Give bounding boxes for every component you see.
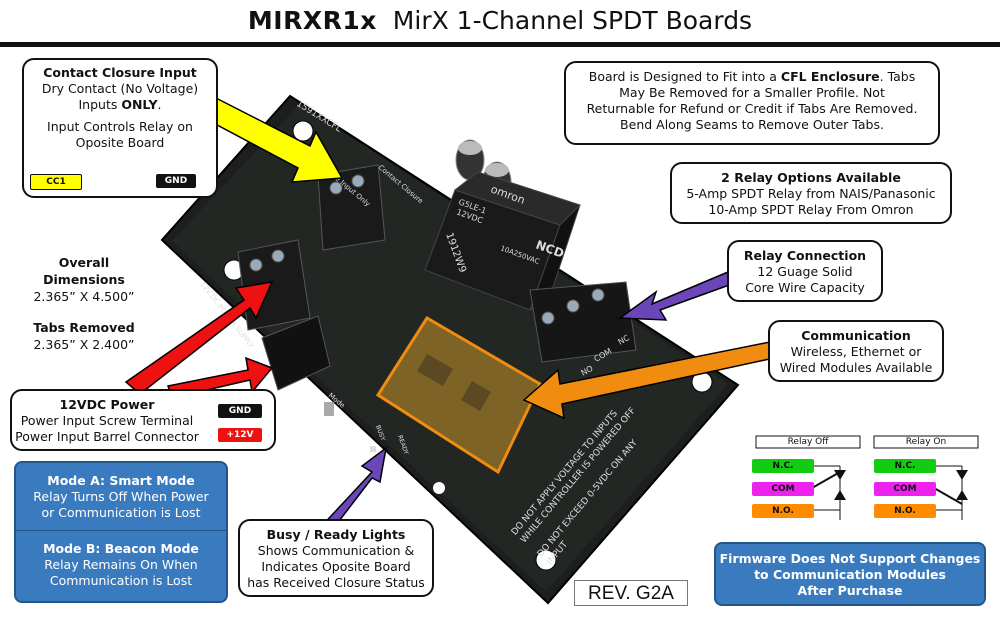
enclosure-line1: Board is Designed to Fit into a CFL Encl… (588, 69, 916, 84)
relay-options-line2: 10-Amp SPDT Relay From Omron (708, 202, 914, 217)
page-title: MIRXR1x MirX 1-Channel SPDT Boards (0, 6, 1000, 35)
busy-ready-line3: has Received Closure Status (247, 575, 425, 590)
relay-options-line1: 5-Amp SPDT Relay from NAIS/Panasonic (686, 186, 936, 201)
relay-connection-callout: Relay Connection 12 Guage Solid Core Wir… (727, 240, 883, 302)
firmware-line1: Firmware Does Not Support Changes (719, 551, 981, 566)
mounting-hole (402, 124, 414, 136)
title-rule (0, 42, 1000, 47)
mounting-hole (236, 326, 248, 338)
communication-line2: Wired Modules Available (779, 360, 933, 375)
communication-line1: Wireless, Ethernet or (790, 344, 922, 359)
power-line2: Power Input Barrel Connector (15, 429, 199, 444)
tabs-removed-heading: Tabs Removed (33, 320, 135, 335)
modes-divider (16, 530, 226, 531)
busy-ready-callout: Busy / Ready Lights Shows Communication … (238, 519, 434, 597)
mode-b-line2: Communication is Lost (49, 573, 193, 588)
firmware-note: Firmware Does Not Support Changes to Com… (714, 542, 986, 606)
relay-off-title: Relay Off (787, 437, 829, 447)
dimensions-heading2: Dimensions (43, 272, 125, 287)
contact-closure-line2: Inputs ONLY. (78, 97, 162, 112)
purple-arrow-relay (617, 270, 733, 321)
relay-on-title: Relay On (905, 437, 947, 447)
dimensions-overall: 2.365” X 4.500” (33, 289, 135, 304)
title-text: MirX 1-Channel SPDT Boards (392, 6, 753, 35)
yellow-arrow (203, 94, 344, 183)
relay-options-callout: 2 Relay Options Available 5-Amp SPDT Rel… (670, 162, 952, 224)
firmware-line3: After Purchase (797, 583, 903, 598)
busy-ready-heading: Busy / Ready Lights (266, 527, 406, 542)
enclosure-callout: Board is Designed to Fit into a CFL Encl… (564, 61, 940, 145)
dimensions-heading1: Overall (58, 255, 110, 270)
relay-off-diagram (755, 435, 861, 520)
revision-label: REV. G2A (574, 580, 688, 606)
mode-b-heading: Mode B: Beacon Mode (43, 541, 199, 556)
nc-tag: N.C. (874, 459, 936, 473)
power-12v-tag: +12V (218, 428, 262, 442)
mounting-hole (433, 482, 445, 494)
firmware-line2: to Communication Modules (754, 567, 946, 582)
power-line1: Power Input Screw Terminal (20, 413, 194, 428)
mounting-hole (292, 120, 314, 142)
mode-a-heading: Mode A: Smart Mode (47, 473, 195, 488)
mode-jumper (324, 402, 334, 416)
relay-terminal (529, 281, 637, 363)
mode-a-line1: Relay Turns Off When Power (33, 489, 209, 504)
enclosure-line3: Returnable for Refund or Credit if Tabs … (586, 101, 918, 116)
orange-arrow-module (522, 341, 775, 420)
nc-tag: N.C. (752, 459, 814, 473)
model-name: MIRXR1x (247, 6, 377, 35)
contact-closure-line4: Oposite Board (75, 135, 165, 150)
communication-callout: Communication Wireless, Ethernet or Wire… (768, 320, 944, 382)
no-tag: N.O. (752, 504, 814, 518)
contact-closure-heading: Contact Closure Input (43, 65, 197, 80)
com-tag: COM (874, 482, 936, 496)
enclosure-line4: Bend Along Seams to Remove Outer Tabs. (620, 117, 884, 132)
relay-connection-line1: 12 Guage Solid (757, 264, 853, 279)
cc1-tag: CC1 (30, 174, 82, 190)
power-heading: 12VDC Power (59, 397, 155, 412)
mode-b-line1: Relay Remains On When (44, 557, 198, 572)
relay-connection-line2: Core Wire Capacity (745, 280, 865, 295)
barrel-connector (261, 315, 331, 391)
contact-closure-line3: Input Controls Relay on (47, 119, 193, 134)
dimensions-block: Overall Dimensions 2.365” X 4.500” Tabs … (14, 254, 154, 353)
relay-on-diagram (873, 435, 979, 520)
communication-module (375, 315, 542, 475)
power-gnd-tag: GND (218, 404, 262, 418)
enclosure-line2: May Be Removed for a Smaller Profile. No… (619, 85, 885, 100)
communication-heading: Communication (801, 328, 911, 343)
tabs-removed-size: 2.365” X 2.400” (33, 337, 135, 352)
relay-options-heading: 2 Relay Options Available (721, 170, 901, 185)
com-tag: COM (752, 482, 814, 496)
no-tag: N.O. (874, 504, 936, 518)
modes-panel: Mode A: Smart Mode Relay Turns Off When … (14, 461, 228, 603)
led (370, 446, 376, 452)
mounting-hole (535, 549, 557, 571)
busy-ready-line2: Indicates Oposite Board (261, 559, 411, 574)
mode-a-line2: or Communication is Lost (41, 505, 201, 520)
gnd-tag: GND (156, 174, 196, 188)
relay-connection-heading: Relay Connection (743, 248, 867, 263)
red-arrow-terminal (124, 281, 274, 395)
busy-ready-line1: Shows Communication & (257, 543, 415, 558)
contact-closure-line1: Dry Contact (No Voltage) (41, 81, 199, 96)
